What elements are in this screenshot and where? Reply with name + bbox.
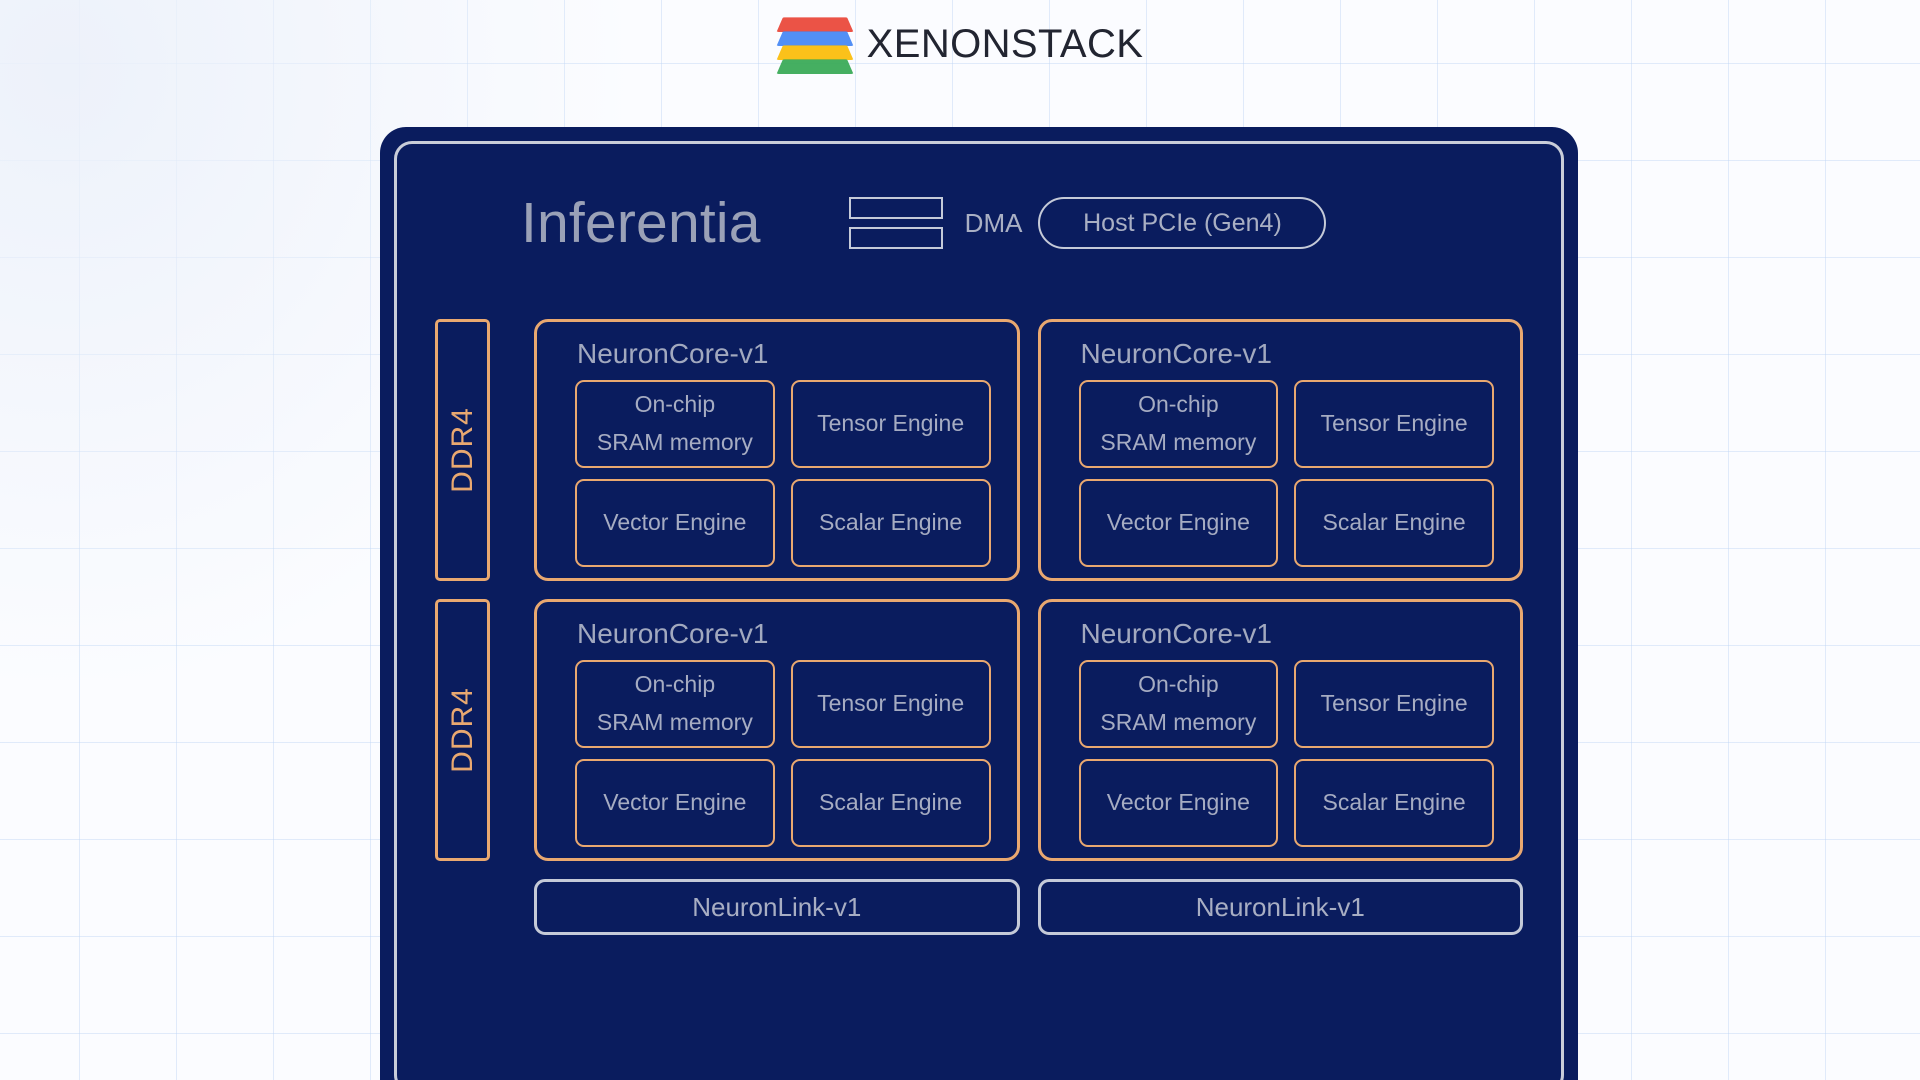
engine-grid: On-chip SRAM memory Tensor Engine Vector…	[1061, 380, 1501, 567]
neuronlink-row: NeuronLink-v1 NeuronLink-v1	[534, 879, 1523, 935]
neuronlink-block: NeuronLink-v1	[534, 879, 1020, 935]
engine-label-line: On-chip	[1138, 671, 1219, 698]
engine-label-line: Scalar Engine	[819, 509, 963, 536]
engine-label-line: SRAM memory	[596, 429, 753, 456]
chip-inner-frame: Inferentia DMA Host PCIe (Gen4) DDR4	[394, 141, 1564, 1080]
engine-label-line: On-chip	[634, 671, 716, 698]
neuron-core: NeuronCore-v1 On-chip SRAM memory Tensor…	[1037, 599, 1523, 861]
neuron-core-title: NeuronCore-v1	[1080, 338, 1272, 369]
dma-icon-bar-bottom	[848, 227, 943, 249]
engine-sram: On-chip SRAM memory	[1078, 660, 1279, 749]
logo-layer-green	[776, 59, 854, 74]
engine-label-line: Vector Engine	[1106, 509, 1250, 536]
engine-label-line: On-chip	[1138, 391, 1219, 418]
neuronlink-block: NeuronLink-v1	[1037, 879, 1523, 935]
brand-name: XENONSTACK	[866, 22, 1144, 66]
neuron-core: NeuronCore-v1 On-chip SRAM memory Tensor…	[1037, 319, 1523, 581]
cores-wrap: NeuronCore-v1 On-chip SRAM memory Tensor…	[534, 599, 1523, 861]
engine-label-line: Vector Engine	[603, 789, 747, 816]
ddr4-memory-block: DDR4	[435, 599, 490, 861]
dma-icon	[848, 197, 943, 249]
logo-layer-red	[776, 17, 854, 32]
engine-tensor: Tensor Engine	[790, 660, 991, 749]
neuron-core: NeuronCore-v1 On-chip SRAM memory Tensor…	[534, 319, 1020, 581]
engine-vector: Vector Engine	[575, 759, 775, 847]
logo-layer-blue	[776, 31, 854, 46]
neuron-core-title: NeuronCore-v1	[1080, 618, 1272, 649]
engine-label-line: Tensor Engine	[817, 690, 965, 717]
engine-scalar: Scalar Engine	[1294, 759, 1494, 847]
engine-label-line: Vector Engine	[1106, 789, 1250, 816]
engine-label-line: SRAM memory	[1100, 709, 1257, 736]
chip-header: Inferentia DMA Host PCIe (Gen4)	[397, 168, 1561, 278]
engine-vector: Vector Engine	[1078, 759, 1279, 847]
engine-sram: On-chip SRAM memory	[575, 660, 775, 749]
ddr4-memory-block: DDR4	[435, 319, 490, 581]
neuron-core-title: NeuronCore-v1	[577, 618, 769, 649]
engine-label-line: Scalar Engine	[1322, 789, 1466, 816]
brand-header: XENONSTACK	[0, 8, 1920, 80]
core-rows: DDR4 NeuronCore-v1 On-chip SRAM memory	[435, 319, 1523, 861]
ddr4-label: DDR4	[445, 407, 479, 493]
ddr4-label: DDR4	[445, 687, 479, 773]
engine-scalar: Scalar Engine	[790, 479, 991, 567]
core-row: DDR4 NeuronCore-v1 On-chip SRAM memory	[435, 319, 1523, 581]
xenonstack-logo-icon	[776, 13, 854, 75]
core-row: DDR4 NeuronCore-v1 On-chip SRAM memory	[435, 599, 1523, 861]
chip-body: DDR4 NeuronCore-v1 On-chip SRAM memory	[435, 319, 1523, 1072]
engine-label-line: Scalar Engine	[1322, 509, 1466, 536]
engine-tensor: Tensor Engine	[790, 380, 991, 469]
dma-label: DMA	[964, 207, 1023, 238]
logo-layer-yellow	[776, 45, 854, 60]
engine-scalar: Scalar Engine	[1294, 479, 1494, 567]
inferentia-chip-diagram: Inferentia DMA Host PCIe (Gen4) DDR4	[380, 127, 1578, 1080]
engine-sram: On-chip SRAM memory	[1078, 380, 1279, 469]
engine-label-line: SRAM memory	[1100, 429, 1257, 456]
engine-label-line: Vector Engine	[603, 509, 747, 536]
engine-tensor: Tensor Engine	[1294, 660, 1494, 749]
engine-tensor: Tensor Engine	[1294, 380, 1494, 469]
engine-sram: On-chip SRAM memory	[575, 380, 775, 469]
dma-icon-bar-top	[848, 197, 943, 219]
engine-scalar: Scalar Engine	[790, 759, 991, 847]
engine-label-line: Tensor Engine	[1320, 690, 1468, 717]
neuron-core: NeuronCore-v1 On-chip SRAM memory Tensor…	[534, 599, 1020, 861]
cores-wrap: NeuronCore-v1 On-chip SRAM memory Tensor…	[534, 319, 1523, 581]
neuron-core-title: NeuronCore-v1	[577, 338, 769, 369]
engine-label-line: On-chip	[634, 391, 716, 418]
chip-title: Inferentia	[521, 190, 761, 255]
engine-label-line: SRAM memory	[596, 709, 753, 736]
engine-label-line: Tensor Engine	[1320, 410, 1468, 437]
engine-grid: On-chip SRAM memory Tensor Engine Vector…	[1061, 660, 1501, 847]
engine-label-line: Scalar Engine	[819, 789, 963, 816]
engine-grid: On-chip SRAM memory Tensor Engine Vector…	[557, 380, 997, 567]
engine-vector: Vector Engine	[575, 479, 775, 567]
engine-vector: Vector Engine	[1078, 479, 1279, 567]
engine-grid: On-chip SRAM memory Tensor Engine Vector…	[557, 660, 997, 847]
host-pcie-badge: Host PCIe (Gen4)	[1038, 197, 1327, 249]
engine-label-line: Tensor Engine	[817, 410, 965, 437]
